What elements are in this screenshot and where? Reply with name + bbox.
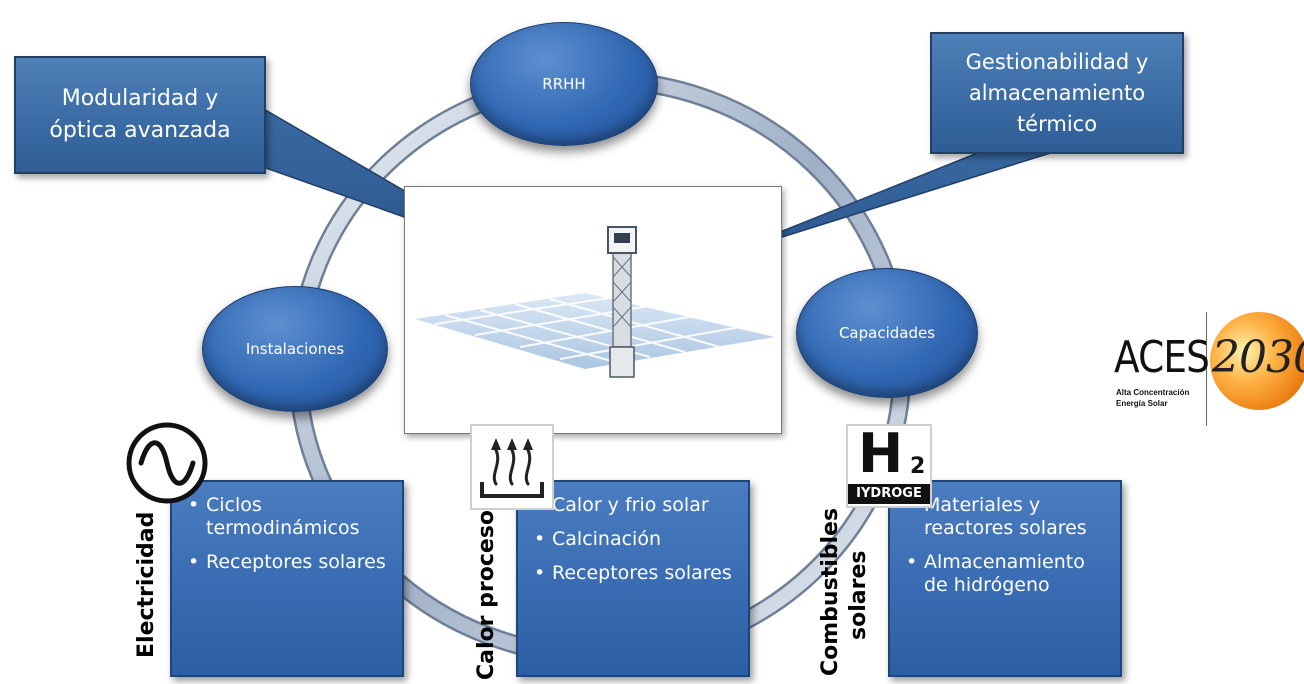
label-calor-proceso: Calor proceso (474, 509, 499, 680)
list-item: Receptores solares (530, 562, 742, 585)
ac-sine-wave-icon (124, 420, 210, 506)
ellipse-capacidades: Capacidades (796, 268, 978, 398)
callout-modularidad-line2: óptica avanzada (49, 118, 231, 143)
logo-divider (1206, 312, 1207, 426)
callout-gestionabilidad-line1: Gestionabilidad y (965, 49, 1149, 74)
list-item: Receptores solares (184, 551, 396, 574)
list-item: Ciclos termodinámicos (184, 494, 396, 540)
ellipse-capacidades-label: Capacidades (838, 324, 936, 342)
label-combustibles-line2: solares (846, 550, 871, 640)
ellipse-instalaciones: Instalaciones (202, 286, 388, 412)
solar-tower-photo (404, 186, 782, 434)
hydrogen-text: IYDROGE (848, 484, 930, 504)
logo-sub2: Energía Solar (1116, 399, 1168, 408)
label-combustibles-line1: Combustibles (818, 507, 843, 676)
callout-modularidad-line1: Modularidad y (61, 86, 219, 111)
list-calor: Calor y frio solar Calcinación Receptore… (530, 494, 742, 585)
logo-sub1: Alta Concentración (1116, 388, 1190, 397)
aces-2030-logo: 2030 ACES Alta Concentración Energía Sol… (1110, 310, 1304, 430)
hydrogen-h-letter: H (858, 422, 904, 485)
solar-tower-illustration (415, 226, 775, 378)
list-item: Materiales y reactores solares (902, 494, 1114, 540)
panel-combustibles: Materiales y reactores solares Almacenam… (888, 480, 1122, 677)
ellipse-instalaciones-label: Instalaciones (245, 340, 345, 358)
list-item: Calor y frio solar (530, 494, 742, 517)
list-electricidad: Ciclos termodinámicos Receptores solares (184, 494, 396, 574)
logo-year: 2030 (1212, 332, 1304, 383)
ellipse-rrhh-label: RRHH (542, 75, 586, 93)
logo-sun (1210, 312, 1304, 410)
list-item: Almacenamiento de hidrógeno (902, 551, 1114, 597)
hydrogen-h2-icon: H 2 IYDROGE (846, 424, 932, 508)
callout-gestionabilidad-line3: térmico (1016, 111, 1098, 136)
panel-electricidad: Ciclos termodinámicos Receptores solares (170, 480, 404, 677)
callout-gestionabilidad-line2: almacenamiento (968, 80, 1146, 105)
callout-gestionabilidad: Gestionabilidad y almacenamiento térmico (930, 32, 1184, 154)
list-combustibles: Materiales y reactores solares Almacenam… (902, 494, 1114, 597)
callout-modularidad: Modularidad y óptica avanzada (14, 56, 266, 174)
panel-calor: Calor y frio solar Calcinación Receptore… (516, 480, 750, 677)
list-item: Calcinación (530, 528, 742, 551)
ellipse-rrhh: RRHH (470, 22, 658, 146)
logo-aces: ACES (1114, 332, 1210, 383)
heat-waves-icon (470, 424, 554, 510)
label-electricidad: Electricidad (134, 511, 159, 658)
hydrogen-subscript: 2 (910, 454, 926, 479)
